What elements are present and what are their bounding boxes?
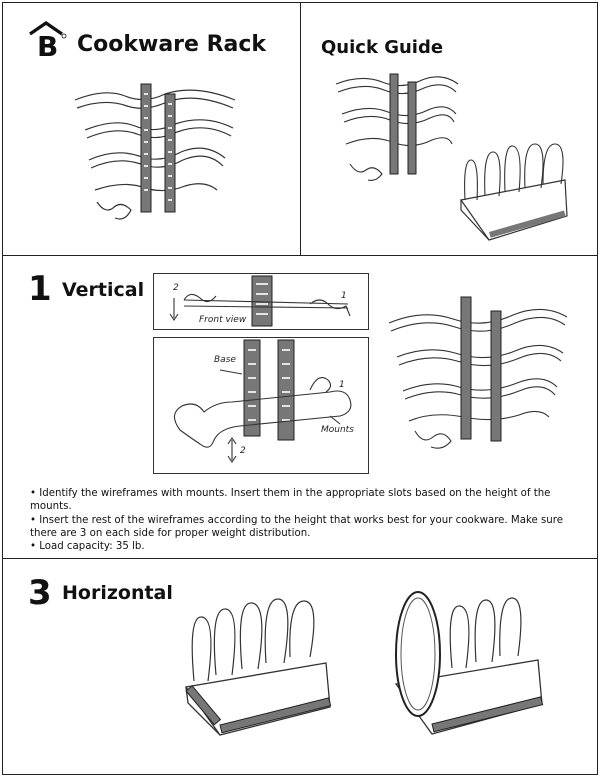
rack-illustration-step1 bbox=[388, 296, 568, 449]
front-view-box bbox=[153, 273, 369, 330]
callout-2-front: 2 bbox=[173, 283, 179, 293]
base-label: Base bbox=[214, 355, 236, 365]
step-3-heading: Horizontal bbox=[62, 582, 173, 604]
brand-letter: B bbox=[37, 30, 59, 63]
detail-view-box bbox=[153, 337, 369, 474]
product-title: Cookware Rack bbox=[77, 32, 267, 57]
detail-view-diagram bbox=[173, 339, 352, 463]
section-divider-2 bbox=[2, 558, 598, 559]
front-view-diagram bbox=[169, 275, 351, 327]
mounts-label: Mounts bbox=[321, 425, 354, 435]
rack-illustration-small-horizontal bbox=[459, 143, 568, 241]
rack-illustration-small-vertical bbox=[335, 73, 459, 181]
front-view-label: Front view bbox=[199, 315, 247, 325]
guide-title: Quick Guide bbox=[321, 37, 444, 58]
callout-2-detail: 2 bbox=[240, 446, 246, 456]
step-1-instructions: • Identify the wireframes with mounts. I… bbox=[30, 487, 575, 553]
callout-1-front: 1 bbox=[341, 291, 347, 301]
instruction-bullet: • Load capacity: 35 lb. bbox=[30, 541, 145, 553]
rack-illustration-horizontal-with-pan bbox=[394, 591, 544, 735]
instruction-bullet: • Identify the wireframes with mounts. I… bbox=[30, 488, 551, 513]
instruction-bullet: • Insert the rest of the wireframes acco… bbox=[30, 514, 563, 539]
step-1-number: 1 bbox=[28, 269, 52, 309]
section-divider-1 bbox=[2, 255, 598, 256]
rack-illustration-vertical bbox=[74, 83, 236, 220]
brand-logo bbox=[29, 21, 67, 39]
callout-1-detail: 1 bbox=[339, 380, 345, 390]
step-3-number: 3 bbox=[28, 573, 52, 613]
header-divider bbox=[300, 2, 301, 255]
step-1-heading: Vertical bbox=[62, 279, 145, 301]
rack-illustration-horizontal bbox=[184, 598, 332, 736]
